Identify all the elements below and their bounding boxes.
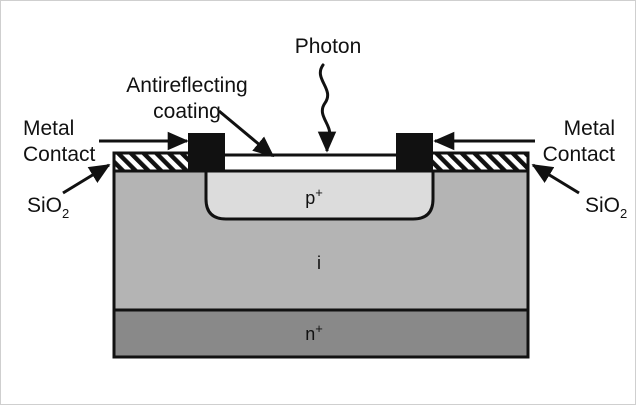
sio2-left-label-subscript: 2: [62, 206, 69, 221]
metal-contact-right: [396, 133, 433, 172]
metal-contact-left-label-line2: Contact: [23, 143, 96, 166]
photon-wave-line: [319, 63, 331, 143]
metal-contact-left-label-line1: Metal: [23, 117, 74, 140]
p-plus-region-label-superscript: +: [315, 185, 323, 200]
antireflecting-coating-arrow: [218, 109, 275, 158]
antireflecting-coating: [219, 153, 423, 173]
sio2-left-label-base: SiO: [27, 194, 62, 217]
metal-contact-right-label-line1: Metal: [564, 117, 615, 140]
intrinsic-region-label: i: [317, 253, 321, 273]
p-plus-region-label: p+: [305, 185, 323, 208]
sio2-right-label: SiO2: [585, 194, 627, 221]
antireflecting-coating-label-line1: Antireflecting: [126, 74, 247, 97]
n-plus-substrate-label-superscript: +: [315, 321, 323, 336]
p-plus-region: [204, 169, 435, 221]
antireflecting-coating-label-line2: coating: [153, 100, 221, 123]
metal-contact-left: [188, 133, 225, 172]
sio2-left-arrow: [62, 163, 111, 195]
metal-contact-right-label-line2: Contact: [543, 143, 616, 166]
n-plus-substrate-label-base: n: [305, 324, 315, 344]
sio2-left-label: SiO2: [27, 194, 69, 221]
photon-label: Photon: [295, 35, 362, 58]
n-plus-substrate: [112, 308, 530, 359]
sio2-right-label-base: SiO: [585, 194, 620, 217]
sio2-right-label-subscript: 2: [620, 206, 627, 221]
p-plus-region-label-base: p: [305, 188, 315, 208]
sio2-passivation-right: [417, 151, 530, 173]
sio2-right-arrow: [531, 163, 580, 195]
n-plus-substrate-label: n+: [305, 321, 323, 344]
